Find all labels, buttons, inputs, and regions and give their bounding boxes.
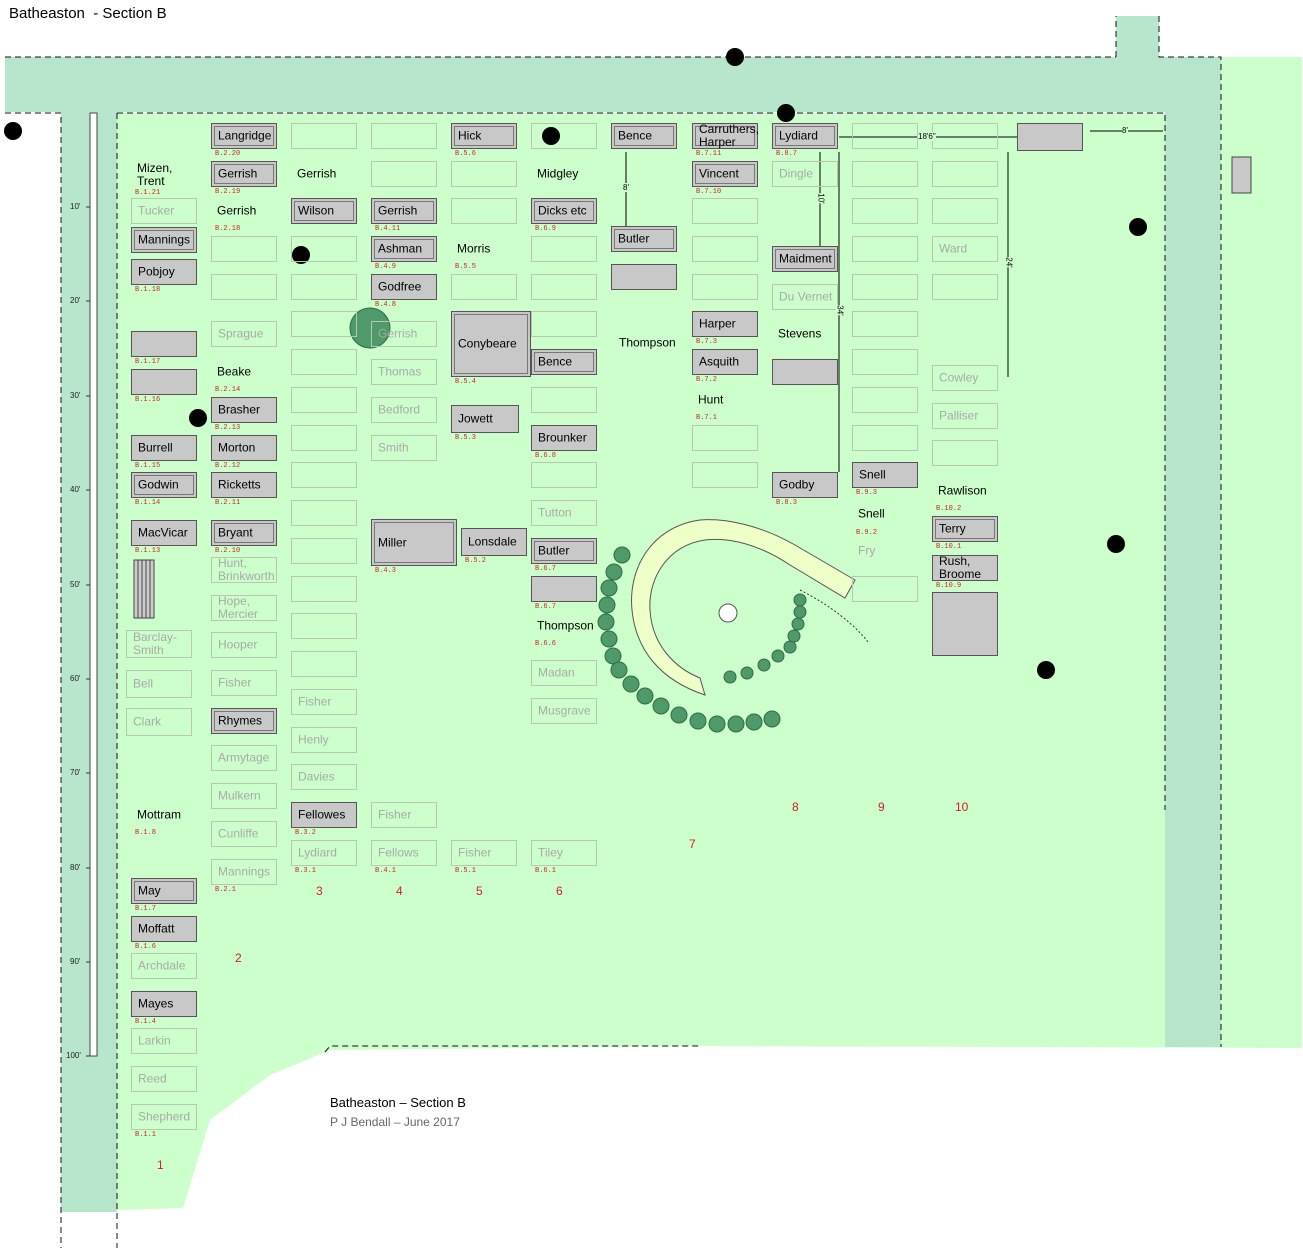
crescent-path (631, 519, 856, 696)
top-path (5, 57, 1165, 112)
tree-dot (1037, 661, 1055, 679)
centre-marker (718, 603, 738, 623)
bush (349, 307, 391, 349)
tree-dot (189, 409, 207, 427)
left-path (61, 112, 117, 1212)
tree-dot (292, 246, 310, 264)
scale-bar (89, 112, 98, 1057)
map-title: Batheaston - Section B (9, 5, 167, 22)
right-path (1165, 57, 1221, 1047)
top-path-branch (1116, 16, 1159, 58)
grass-area (117, 57, 1302, 1210)
tree-dot (726, 48, 744, 66)
tree-dot (777, 104, 795, 122)
tree-dot (1107, 535, 1125, 553)
tree-dot (1129, 218, 1147, 236)
credit-title: Batheaston – Section B (330, 1095, 466, 1110)
tree-dot (542, 127, 560, 145)
credit-author: P J Bendall – June 2017 (330, 1115, 460, 1129)
tree-dot (4, 122, 22, 140)
